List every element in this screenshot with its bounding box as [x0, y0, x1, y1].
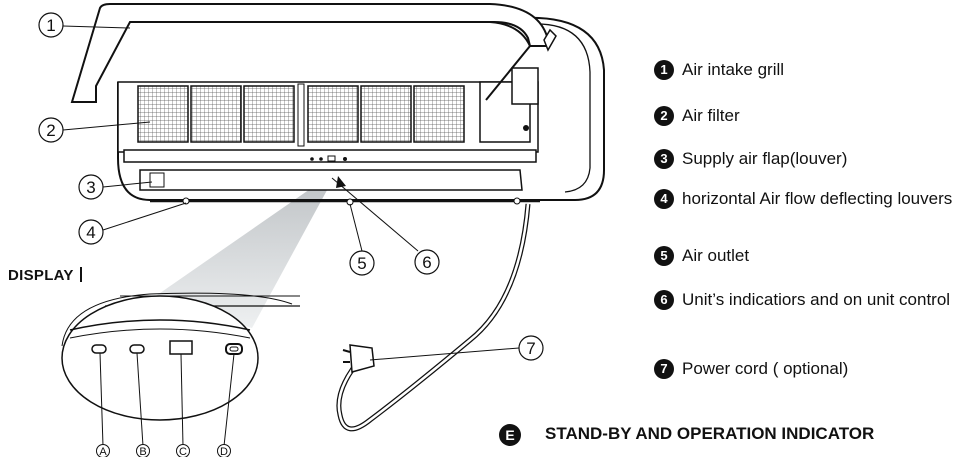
legend-item-6: 6 Unit’s indicatiors and on unit control [654, 290, 962, 310]
legend-badge-6: 6 [654, 290, 674, 310]
legend-badge-4: 4 [654, 189, 674, 209]
svg-text:C: C [179, 446, 187, 457]
callout-4: 4 [78, 219, 104, 245]
legend-item-1: 1 Air intake grill [654, 60, 784, 80]
legend-label-5: Air outlet [682, 246, 750, 265]
legend-item-5: 5 Air outlet [654, 246, 749, 266]
indicator-label-a: A [96, 444, 110, 457]
zoom-beam [150, 178, 332, 328]
legend-item-3: 3 Supply air flap(louver) [654, 149, 847, 169]
svg-text:1: 1 [46, 16, 55, 35]
section-e-title: STAND-BY AND OPERATION INDICATOR [545, 424, 875, 443]
indoor-unit [70, 3, 605, 206]
svg-text:7: 7 [526, 339, 535, 358]
legend-badge-3: 3 [654, 149, 674, 169]
display-title-text: DISPLAY [8, 267, 74, 284]
legend-item-7: 7 Power cord ( optional) [654, 359, 848, 379]
display-title-bar [79, 267, 82, 282]
svg-text:B: B [139, 446, 146, 457]
air-filter [137, 83, 465, 147]
legend-badge-5: 5 [654, 246, 674, 266]
legend-badge-1: 1 [654, 60, 674, 80]
callout-1: 1 [38, 12, 64, 38]
legend-label-2: Air filter [682, 106, 740, 125]
svg-text:D: D [220, 446, 228, 457]
callout-7: 7 [518, 335, 544, 361]
legend-label-3: Supply air flap(louver) [682, 149, 848, 168]
svg-text:4: 4 [86, 223, 95, 242]
section-e-heading: E STAND-BY AND OPERATION INDICATOR [499, 422, 959, 457]
callout-5: 5 [349, 250, 375, 276]
legend-item-2: 2 Air filter [654, 106, 740, 126]
legend-label-7: Power cord ( optional) [682, 359, 849, 378]
legend-label-4: horizontal Air flow deflecting louvers [682, 189, 953, 208]
display-title: DISPLAY [8, 267, 82, 284]
callout-2: 2 [38, 117, 64, 143]
legend-label-1: Air intake grill [682, 60, 785, 79]
indicator-label-b: B [136, 444, 150, 457]
svg-text:6: 6 [422, 253, 431, 272]
indicator-label-d: D [217, 444, 231, 457]
air-conditioner-diagram: A B C D 1 2 3 4 5 6 [38, 3, 605, 457]
supply-air-flap [139, 169, 523, 191]
legend-item-4: 4 horizontal Air flow deflecting louvers [654, 189, 962, 209]
svg-text:5: 5 [357, 254, 366, 273]
air-intake-grill [70, 3, 549, 103]
callout-3: 3 [78, 174, 104, 200]
indicator-label-c: C [176, 444, 190, 457]
callout-6: 6 [414, 249, 440, 275]
svg-text:3: 3 [86, 178, 95, 197]
legend-label-6: Unit’s indicatiors and on unit control [682, 290, 951, 309]
power-cord [336, 203, 531, 432]
svg-text:A: A [99, 446, 107, 457]
section-e-badge: E [499, 424, 521, 446]
legend-badge-2: 2 [654, 106, 674, 126]
display-zoom [61, 292, 300, 447]
legend-badge-7: 7 [654, 359, 674, 379]
svg-text:2: 2 [46, 121, 55, 140]
